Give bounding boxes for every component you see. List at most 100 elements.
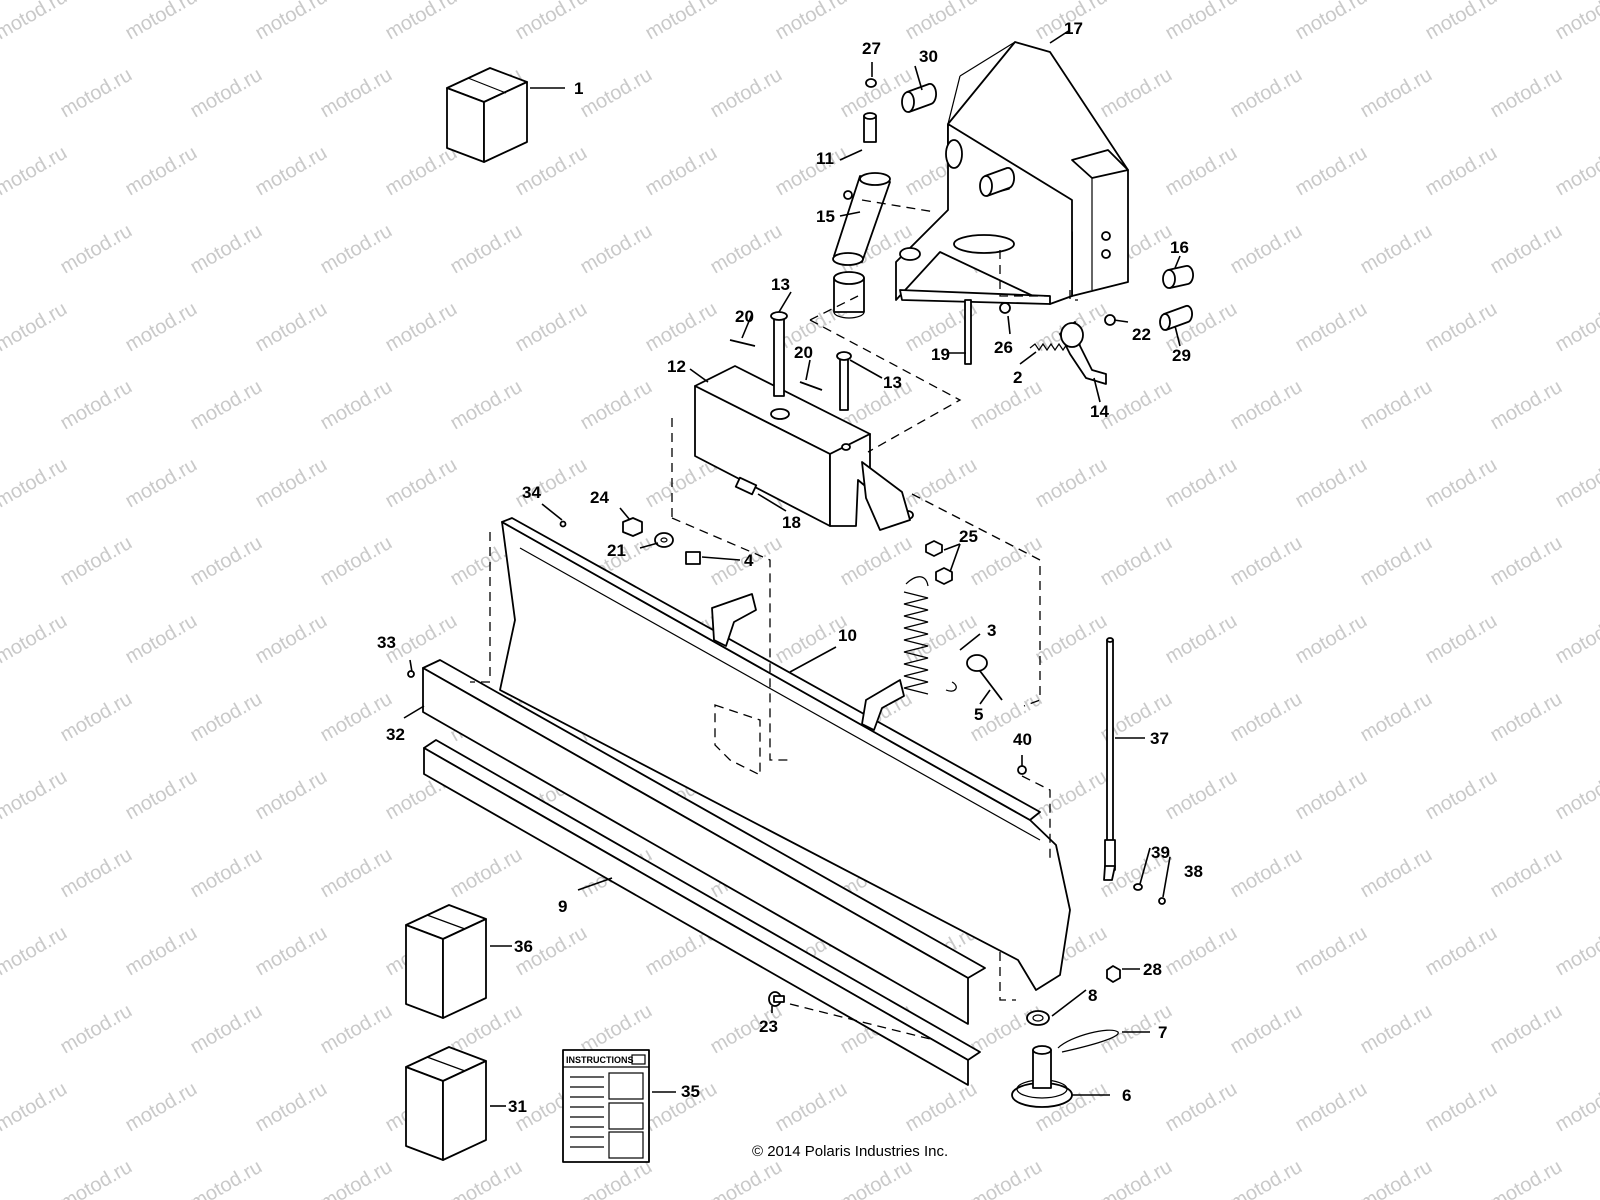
hardware-middle	[622, 517, 953, 585]
leader-lines	[403, 29, 1181, 1107]
callout-33: 33	[377, 633, 396, 652]
watermark-text: motod.ru	[57, 376, 136, 435]
watermark-text: motod.ru	[317, 376, 396, 435]
watermark-text: motod.ru	[0, 142, 71, 201]
callout-29: 29	[1172, 346, 1191, 365]
watermark-text: motod.ru	[187, 376, 266, 435]
watermark-text: motod.ru	[0, 1078, 71, 1137]
watermark-text: motod.ru	[1487, 688, 1566, 747]
watermark-text: motod.ru	[252, 922, 331, 981]
watermark-text: motod.ru	[317, 1156, 396, 1200]
watermark-text: motod.ru	[1357, 64, 1436, 123]
watermark-text: motod.ru	[0, 610, 71, 669]
watermark-text: motod.ru	[1357, 688, 1436, 747]
watermark-text: motod.ru	[0, 454, 71, 513]
instructions-sheet: INSTRUCTIONS	[562, 1049, 650, 1163]
watermark-text: motod.ru	[317, 64, 396, 123]
watermark-text: motod.ru	[1292, 298, 1371, 357]
callout-7: 7	[1158, 1023, 1167, 1042]
watermark-text: motod.ru	[317, 1000, 396, 1059]
watermark-text: motod.ru	[57, 1000, 136, 1059]
watermark-text: motod.ru	[512, 298, 591, 357]
watermark-text: motod.ru	[1552, 0, 1600, 44]
watermark-text: motod.ru	[317, 844, 396, 903]
watermark-text: motod.ru	[837, 1156, 916, 1200]
watermark-text: motod.ru	[1552, 922, 1600, 981]
latch-assembly	[1029, 321, 1107, 385]
watermark-text: motod.ru	[122, 298, 201, 357]
callout-3: 3	[987, 621, 996, 640]
watermark-text: motod.ru	[1097, 64, 1176, 123]
watermark-text: motod.ru	[707, 64, 786, 123]
watermark-text: motod.ru	[1162, 610, 1241, 669]
copyright-notice: © 2014 Polaris Industries Inc.	[752, 1143, 948, 1160]
watermark-text: motod.ru	[382, 454, 461, 513]
callout-21: 21	[607, 541, 626, 560]
callout-8: 8	[1088, 986, 1097, 1005]
watermark-text: motod.ru	[252, 0, 331, 44]
watermark-text: motod.ru	[187, 844, 266, 903]
watermark-text: motod.ru	[317, 220, 396, 279]
watermark-text: motod.ru	[1292, 1078, 1371, 1137]
watermark-text: motod.ru	[1487, 64, 1566, 123]
watermark-text: motod.ru	[1552, 766, 1600, 825]
callout-30: 30	[919, 47, 938, 66]
callout-1: 1	[574, 79, 583, 98]
watermark-text: motod.ru	[1292, 610, 1371, 669]
watermark-text: motod.ru	[1292, 766, 1371, 825]
watermark-text: motod.ru	[1487, 532, 1566, 591]
callout-9: 9	[558, 897, 567, 916]
watermark-text: motod.ru	[0, 922, 71, 981]
watermark-text: motod.ru	[1422, 922, 1501, 981]
callout-26: 26	[994, 338, 1013, 357]
watermark-text: motod.ru	[57, 844, 136, 903]
callout-24: 24	[590, 488, 609, 507]
watermark-text: motod.ru	[1162, 142, 1241, 201]
cutting-edge	[422, 659, 986, 1025]
watermark-text: motod.ru	[122, 454, 201, 513]
callout-6: 6	[1122, 1086, 1131, 1105]
watermark-text: motod.ru	[317, 532, 396, 591]
watermark-text: motod.ru	[252, 1078, 331, 1137]
watermark-text: motod.ru	[57, 688, 136, 747]
watermark-text: motod.ru	[707, 220, 786, 279]
watermark-text: motod.ru	[0, 298, 71, 357]
watermark-text: motod.ru	[1292, 922, 1371, 981]
watermark-text: motod.ru	[1097, 1156, 1176, 1200]
watermark-text: motod.ru	[122, 1078, 201, 1137]
watermark-text: motod.ru	[382, 298, 461, 357]
watermark-text: motod.ru	[187, 220, 266, 279]
assembly-guides	[470, 199, 1078, 1041]
callout-12: 12	[667, 357, 686, 376]
watermark-text: motod.ru	[1162, 922, 1241, 981]
callout-34: 34	[522, 483, 541, 502]
watermark-text: motod.ru	[1487, 376, 1566, 435]
watermark-text: motod.ru	[1552, 610, 1600, 669]
watermark-text: motod.ru	[1357, 844, 1436, 903]
watermark-text: motod.ru	[1487, 844, 1566, 903]
watermark-text: motod.ru	[642, 298, 721, 357]
watermark-text: motod.ru	[1292, 142, 1371, 201]
watermark-text: motod.ru	[1357, 220, 1436, 279]
callout-40: 40	[1013, 730, 1032, 749]
watermark-text: motod.ru	[707, 1156, 786, 1200]
watermark-text: motod.ru	[1422, 454, 1501, 513]
watermark-text: motod.ru	[122, 610, 201, 669]
callout-37: 37	[1150, 729, 1169, 748]
watermark-text: motod.ru	[1422, 142, 1501, 201]
watermark-text: motod.ru	[447, 1156, 526, 1200]
watermark-text: motod.ru	[1292, 0, 1371, 44]
callout-2: 2	[1013, 368, 1022, 387]
watermark-text: motod.ru	[1162, 454, 1241, 513]
watermark-text: motod.ru	[57, 1156, 136, 1200]
watermark-text: motod.ru	[187, 532, 266, 591]
watermark-text: motod.ru	[967, 1156, 1046, 1200]
watermark-text: motod.ru	[512, 142, 591, 201]
actuator-cylinder	[832, 78, 891, 319]
watermark-text: motod.ru	[447, 220, 526, 279]
watermark-text: motod.ru	[837, 64, 916, 123]
watermark-text: motod.ru	[57, 532, 136, 591]
watermark-text: motod.ru	[1357, 376, 1436, 435]
watermark-text: motod.ru	[122, 766, 201, 825]
callout-20a: 20	[735, 307, 754, 326]
